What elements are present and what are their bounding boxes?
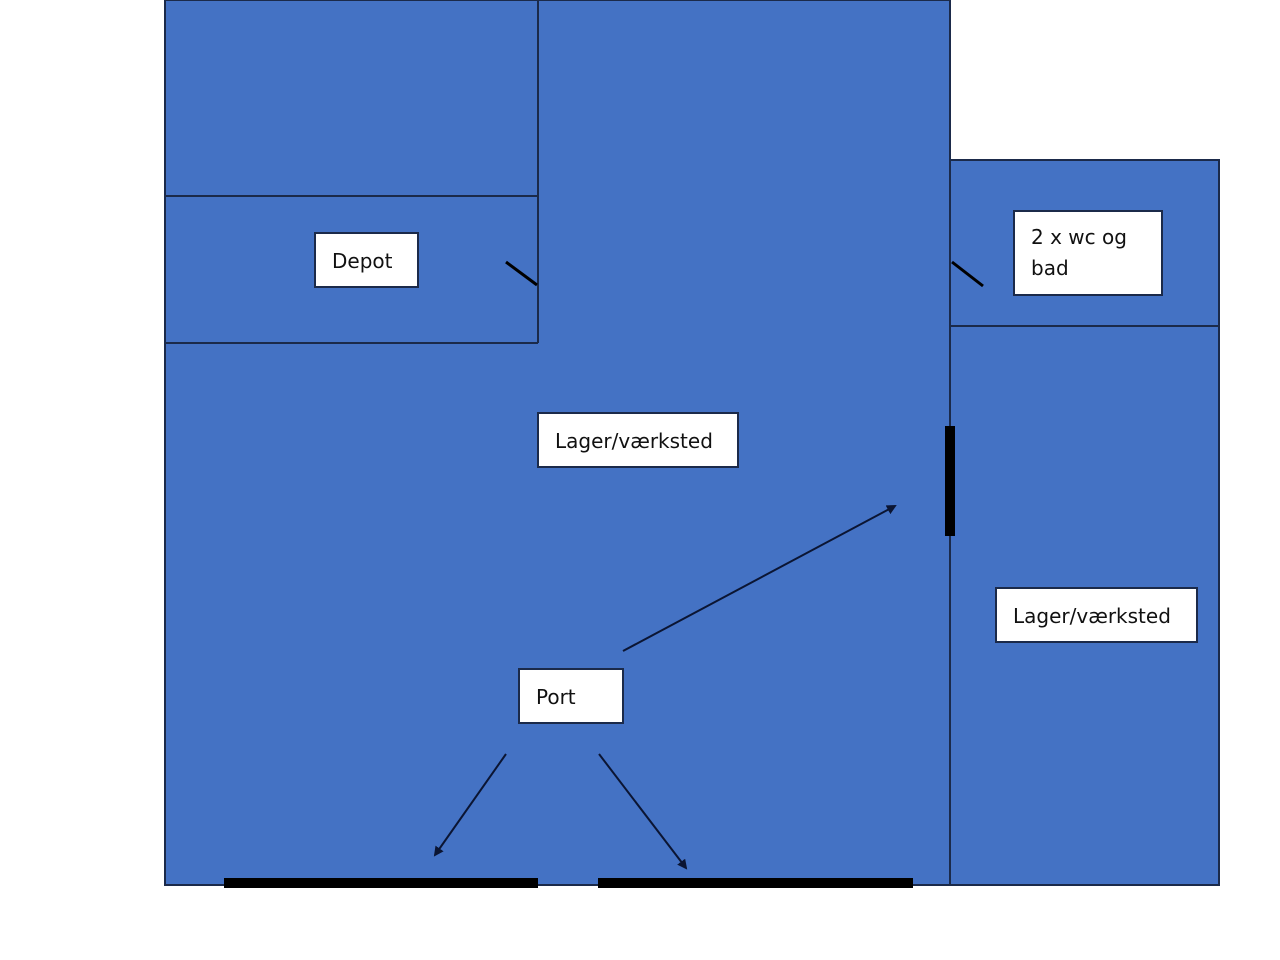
wc-label-line1: 2 x wc og <box>1031 225 1127 249</box>
wc-label: 2 x wc og bad <box>1013 210 1163 296</box>
arrow-to-right-port <box>598 753 688 870</box>
arrow-to-left-port <box>433 753 507 857</box>
depot-door <box>505 260 538 287</box>
main-room-label: Lager/værksted <box>537 412 739 468</box>
wc-label-line2: bad <box>1031 256 1069 280</box>
wc-door <box>951 260 984 288</box>
port-label: Port <box>518 668 624 724</box>
side-room-label: Lager/værksted <box>995 587 1198 643</box>
depot-label: Depot <box>314 232 419 288</box>
arrow-to-interior-door <box>622 505 897 652</box>
